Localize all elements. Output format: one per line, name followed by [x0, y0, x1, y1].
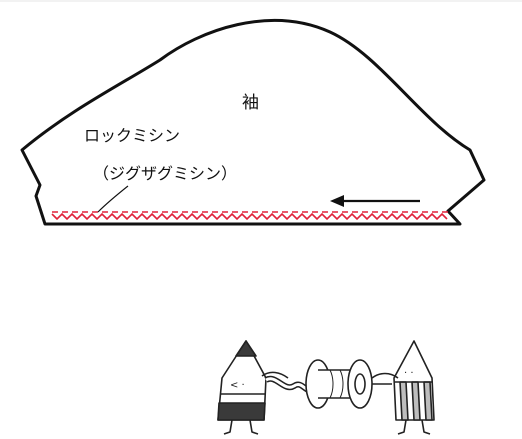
left-character: < ·	[217, 340, 267, 435]
top-rule	[0, 0, 522, 2]
arrow-left-icon	[330, 195, 420, 207]
leader-line	[97, 185, 129, 213]
zigzag-stitch	[51, 212, 448, 221]
sleeve-outline	[20, 18, 486, 226]
serger-stitch-line	[51, 211, 448, 221]
svg-text:· ·: · ·	[404, 368, 414, 379]
right-character: · ·	[393, 340, 435, 435]
sleeve-label: 袖	[242, 93, 259, 113]
serger-label: ロックミシン	[84, 126, 181, 145]
zigzag-label: （ジグザグミシン）	[93, 164, 238, 183]
svg-text:< ·: < ·	[230, 380, 245, 391]
spool	[305, 359, 392, 409]
thread-spool-characters-icon: < · · ·	[217, 340, 435, 435]
